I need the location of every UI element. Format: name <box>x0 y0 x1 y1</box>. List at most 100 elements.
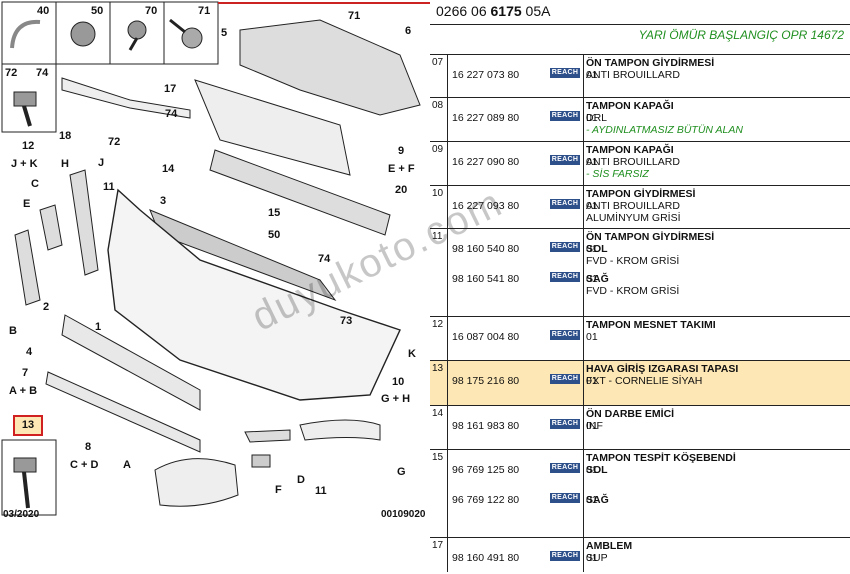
part-number[interactable]: 16 227 093 80 <box>452 200 520 212</box>
part-number[interactable]: 16 227 073 80 <box>452 69 520 81</box>
callout-C: C <box>31 178 39 190</box>
reach-badge: REACH <box>550 272 580 282</box>
part-title: HAVA GİRİŞ IZGARASI TAPASI <box>586 363 739 375</box>
quantity: 01 <box>586 464 598 476</box>
icon-label-72: 72 <box>5 67 18 79</box>
part-number[interactable]: 96 769 122 80 <box>452 494 520 506</box>
part-number[interactable]: 16 227 090 80 <box>452 156 520 168</box>
callout-6: 6 <box>405 25 412 37</box>
part-number[interactable]: 98 160 491 80 <box>452 552 520 564</box>
icon-panel-2 <box>1 63 57 133</box>
reach-badge: REACH <box>550 330 580 340</box>
callout-AB: A + B <box>9 385 38 397</box>
part-detail: SOL <box>586 243 608 255</box>
quantity: 01 <box>586 112 598 124</box>
upper-support-part <box>239 19 421 116</box>
icon-label-50: 50 <box>91 5 104 17</box>
screw-71-icon <box>181 27 203 49</box>
callout-2: 2 <box>43 301 50 313</box>
callout-F: F <box>275 484 282 496</box>
row-number: 14 <box>430 406 448 450</box>
reach-badge: REACH <box>550 493 580 503</box>
row-number: 11 <box>430 229 448 317</box>
callout-A: A <box>123 459 131 471</box>
callout-9: 9 <box>398 145 405 157</box>
icon-label-74: 74 <box>36 67 49 79</box>
callout-5: 5 <box>221 27 228 39</box>
part-title: TAMPON KAPAĞI <box>586 100 674 112</box>
part-number[interactable]: 98 161 983 80 <box>452 420 520 432</box>
callout-H: H <box>61 158 69 170</box>
reference-number: 0266 06 6175 05A <box>436 3 551 19</box>
part-title: AMBLEM <box>586 540 633 552</box>
diagram-code: 00109020 <box>381 509 426 520</box>
quantity: 01 <box>586 156 598 168</box>
row-number: 10 <box>430 186 448 229</box>
upper-grille-part <box>194 79 351 176</box>
part-detail: ANTI BROUILLARD <box>586 200 680 212</box>
callout-13-highlight: 13 <box>13 415 43 436</box>
lower-grille-part <box>61 314 201 411</box>
callout-8: 8 <box>85 441 92 453</box>
row-number: 08 <box>430 98 448 142</box>
part-desc-cell: TAMPON MESNET TAKIMI <box>583 317 850 361</box>
part-detail: INF <box>586 420 603 432</box>
quantity: 01 <box>586 494 598 506</box>
clip-40-icon <box>10 19 41 49</box>
part-number[interactable]: 16 087 004 80 <box>452 331 520 343</box>
part-number[interactable]: 96 769 125 80 <box>452 464 520 476</box>
callout-CD: C + D <box>70 459 99 471</box>
reach-badge: REACH <box>550 463 580 473</box>
row-number: 07 <box>430 55 448 98</box>
crash-beam-part <box>209 149 391 236</box>
icon-panel-3 <box>1 439 57 516</box>
quantity: 01 <box>586 200 598 212</box>
part-number[interactable]: 16 227 089 80 <box>452 112 520 124</box>
part-detail: ANTI BROUILLARD <box>586 156 680 168</box>
callout-G: G <box>397 466 406 478</box>
reach-badge: REACH <box>550 242 580 252</box>
callout-7: 7 <box>22 367 29 379</box>
diagram-drawing <box>1 1 430 516</box>
part-title: ÖN TAMPON GİYDİRMESİ <box>586 231 715 243</box>
reach-badge: REACH <box>550 374 580 384</box>
row-number: 17 <box>430 538 448 572</box>
part-number[interactable]: 98 160 541 80 <box>452 273 520 285</box>
reach-badge: REACH <box>550 199 580 209</box>
bolt-72-icon <box>13 91 37 107</box>
callout-11a: 11 <box>103 181 115 193</box>
callout-73: 73 <box>340 315 353 327</box>
part-detail: FXT - CORNELIE SİYAH <box>586 375 703 387</box>
part-ref-cell: 98 160 540 80 REACH 01 98 160 541 80 REACH 01 <box>448 229 598 317</box>
part-detail: SAĞ <box>586 494 609 506</box>
part-title: ÖN DARBE EMİCİ <box>586 408 675 420</box>
callout-4: 4 <box>26 346 33 358</box>
part-number[interactable]: 98 175 216 80 <box>452 375 520 387</box>
part-note: - SİS FARSIZ <box>586 168 649 180</box>
quantity: 01 <box>586 243 598 255</box>
table-row: 11 98 160 540 80 REACH 01 98 160 541 80 REACH… <box>430 228 850 317</box>
part-number[interactable]: 98 160 540 80 <box>452 243 520 255</box>
row-number: 09 <box>430 142 448 186</box>
quantity: 01 <box>586 273 598 285</box>
part-detail: ALUMİNYUM GRİSİ <box>586 212 681 224</box>
part-detail: FVD - KROM GRİSİ <box>586 255 680 267</box>
